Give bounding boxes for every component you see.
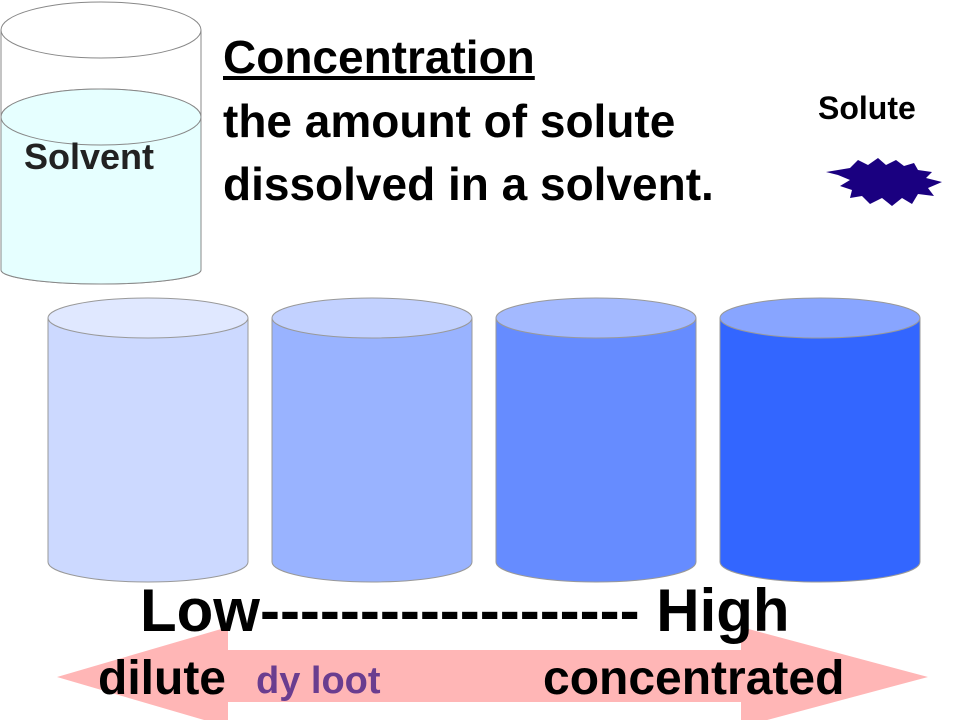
solvent-label: Solvent — [24, 136, 155, 177]
low-high-arrow — [57, 627, 928, 720]
cylinder-2 — [271, 297, 473, 583]
scale-label: Low------------------- High — [140, 577, 790, 644]
cylinder-1 — [47, 297, 249, 583]
cylinder-4 — [719, 297, 921, 583]
concentrated-label: concentrated — [543, 652, 845, 705]
page-title: Concentration — [223, 31, 535, 83]
solute-icon — [826, 158, 942, 206]
solvent-beaker — [0, 1, 202, 285]
dilute-pronunciation: dy loot — [256, 660, 381, 702]
cylinder-3 — [495, 297, 697, 583]
dilute-label: dilute — [98, 652, 226, 705]
definition-line-1: the amount of solute — [223, 95, 676, 147]
definition-line-2: dissolved in a solvent. — [223, 158, 714, 210]
solute-label: Solute — [818, 90, 916, 126]
